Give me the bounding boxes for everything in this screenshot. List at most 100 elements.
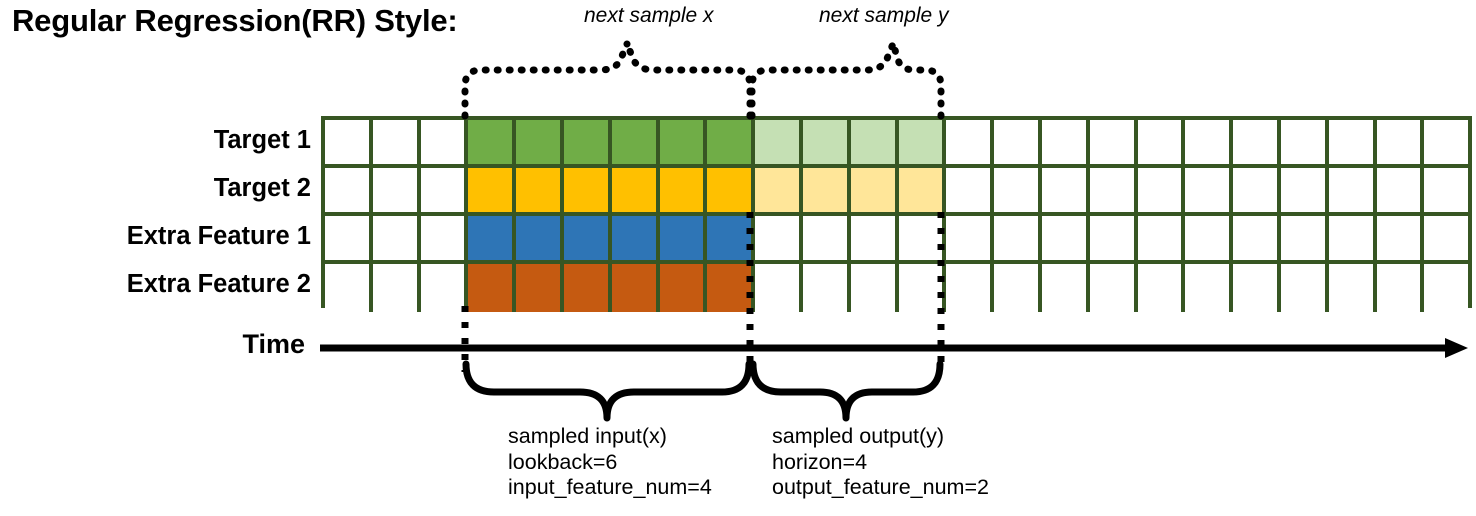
- grid-cell: [1376, 216, 1425, 264]
- grid-cell: [898, 264, 947, 312]
- grid-cell: [946, 264, 995, 312]
- grid-cell: [1137, 120, 1186, 168]
- time-axis-label: Time: [242, 329, 305, 359]
- row-label-target-2: Target 2: [213, 174, 311, 202]
- top-brace-label-next-sample-x: next sample x: [584, 4, 714, 27]
- grid-cell: [1233, 216, 1281, 264]
- grid-cell: [707, 168, 756, 216]
- grid-cell: [611, 264, 660, 312]
- time-axis-arrow: [320, 338, 1468, 358]
- sampled-input-lookback: lookback=6: [508, 449, 618, 474]
- grid-cell: [1328, 216, 1377, 264]
- grid-cell: [898, 120, 947, 168]
- grid-cell: [755, 264, 803, 312]
- sampled-input-caption: sampled input(x) lookback=6 input_featur…: [508, 424, 712, 501]
- grid-cell: [850, 216, 899, 264]
- grid-cell: [802, 168, 851, 216]
- grid-cell: [946, 168, 995, 216]
- page-title: Regular Regression(RR) Style:: [12, 3, 458, 38]
- grid-cell: [659, 264, 708, 312]
- grid-row-extra-feature-1: [325, 216, 1469, 264]
- grid-cell: [1041, 216, 1090, 264]
- grid-cell: [1041, 168, 1090, 216]
- grid-cell: [659, 120, 708, 168]
- grid-cell: [420, 168, 469, 216]
- grid-cell: [325, 168, 373, 216]
- grid-cell: [372, 216, 421, 264]
- grid-cell: [563, 264, 612, 312]
- grid-cell: [994, 264, 1042, 312]
- grid-row-target-1: [325, 120, 1469, 168]
- grid-cell: [1280, 168, 1329, 216]
- grid-cell: [420, 120, 469, 168]
- grid-cell: [1185, 264, 1234, 312]
- grid-cell: [1089, 120, 1138, 168]
- grid-cell: [1041, 264, 1090, 312]
- grid-cell: [755, 216, 803, 264]
- grid-cell: [1328, 264, 1377, 312]
- grid-cell: [1185, 168, 1234, 216]
- grid-cell: [1424, 264, 1469, 312]
- grid-cell: [946, 120, 995, 168]
- grid-cell: [707, 264, 756, 312]
- sampled-output-title: sampled output(y): [772, 424, 945, 448]
- grid-cell: [1376, 120, 1425, 168]
- top-brace-label-next-sample-y: next sample y: [819, 4, 949, 27]
- grid-cell: [1233, 168, 1281, 216]
- grid-cell: [755, 120, 803, 168]
- grid-cell: [707, 216, 756, 264]
- grid-cell: [611, 216, 660, 264]
- grid-cell: [1137, 168, 1186, 216]
- timeline-grid: [321, 116, 1472, 312]
- grid-cell: [802, 216, 851, 264]
- grid-cell: [1233, 264, 1281, 312]
- grid-cell: [516, 216, 564, 264]
- grid-cell: [516, 120, 564, 168]
- grid-cell: [1233, 120, 1281, 168]
- row-label-extra-feature-2: Extra Feature 2: [126, 270, 311, 298]
- grid-cell: [994, 168, 1042, 216]
- grid-cell: [1089, 264, 1138, 312]
- grid-cell: [468, 168, 517, 216]
- grid-cell: [325, 264, 373, 312]
- sampled-output-caption: sampled output(y) horizon=4 output_featu…: [772, 424, 989, 501]
- grid-cell: [1424, 120, 1469, 168]
- grid-cell: [1089, 168, 1138, 216]
- grid-cell: [1280, 120, 1329, 168]
- grid-cell: [325, 216, 373, 264]
- grid-cell: [516, 168, 564, 216]
- grid-cell: [563, 216, 612, 264]
- grid-cell: [1041, 120, 1090, 168]
- grid-cell: [1137, 216, 1186, 264]
- grid-cell: [898, 216, 947, 264]
- grid-cell: [659, 168, 708, 216]
- grid-cell: [1089, 216, 1138, 264]
- brace-sampled-output: [749, 360, 944, 422]
- grid-cell: [659, 216, 708, 264]
- grid-cell: [611, 120, 660, 168]
- grid-cell: [946, 216, 995, 264]
- sampled-output-horizon: horizon=4: [772, 449, 868, 474]
- grid-cell: [420, 264, 469, 312]
- grid-cell: [468, 216, 517, 264]
- grid-cell: [994, 216, 1042, 264]
- grid-row-target-2: [325, 168, 1469, 216]
- grid-cell: [1328, 120, 1377, 168]
- grid-cell: [1137, 264, 1186, 312]
- grid-cell: [1424, 216, 1469, 264]
- grid-cell: [611, 168, 660, 216]
- grid-cell: [563, 168, 612, 216]
- sampled-input-title: sampled input(x): [508, 424, 667, 448]
- grid-cell: [372, 168, 421, 216]
- row-label-target-1: Target 1: [213, 126, 311, 154]
- grid-cell: [468, 264, 517, 312]
- grid-cell: [1185, 216, 1234, 264]
- grid-cell: [898, 168, 947, 216]
- grid-cell: [420, 216, 469, 264]
- brace-sampled-input: [462, 360, 753, 422]
- sampled-input-feature-num: input_feature_num=4: [508, 475, 712, 499]
- grid-cell: [1328, 168, 1377, 216]
- grid-cell: [1424, 168, 1469, 216]
- grid-cell: [755, 168, 803, 216]
